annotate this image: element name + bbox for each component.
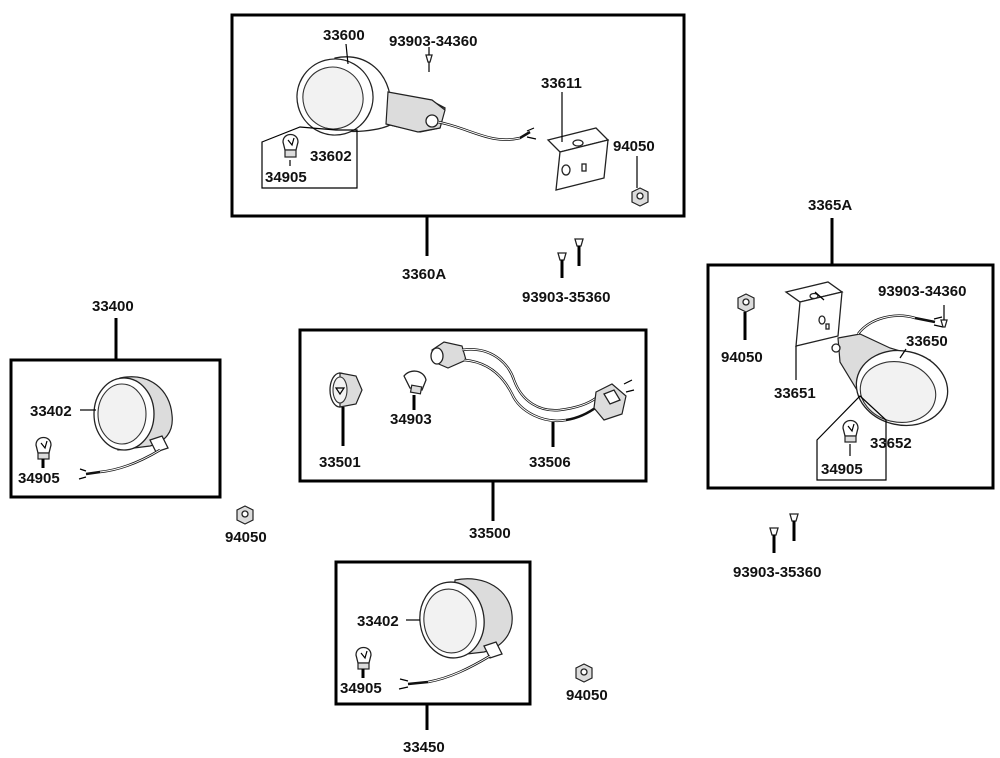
nut-94050-bottom: 94050 [566,663,608,704]
bulb-34905-left [35,436,52,460]
turn-signal-33402-bottom [398,578,513,690]
assembly-3365a-frame [706,263,995,490]
bracket-33611 [546,127,610,191]
screw-right-a [769,527,779,553]
screw-right-b [789,513,799,541]
nut-94050-top [631,187,649,207]
label-93903-35360-mid: 93903-35360 [522,289,610,306]
label-94050-right: 94050 [721,349,763,366]
bulb-34905-bottom [355,646,372,670]
assembly-33450: 33450 33402 34905 [334,560,532,756]
label-33611: 33611 [541,75,582,92]
label-94050-left: 94050 [225,529,267,546]
label-34905-left: 34905 [18,470,60,487]
bulb-34905-top [282,133,299,158]
nut-94050-right [737,293,755,313]
label-34903: 34903 [390,411,432,428]
label-33602: 33602 [310,148,352,165]
label-3365a: 3365A [808,197,852,214]
nut-94050-left: 94050 [225,505,267,546]
screws-93903-35360-right: 93903-35360 [733,513,821,581]
label-93903-34360-right: 93903-34360 [878,283,966,300]
turn-signal-33402-left [78,376,173,480]
screw-mid-a [557,252,567,278]
label-33402-bottom: 33402 [357,613,399,630]
assembly-3365a: 3365A [706,197,995,490]
label-33400: 33400 [92,298,134,315]
assembly-33500: 33500 34903 33501 3 [298,328,648,542]
label-94050-top: 94050 [613,138,655,155]
label-33501: 33501 [319,454,361,471]
assembly-3360a-frame [230,13,686,218]
screw-93903-34360-right [940,305,948,328]
label-93903-34360-top: 93903-34360 [389,33,477,50]
screws-93903-35360-mid: 93903-35360 [522,238,610,306]
label-33600: 33600 [323,27,365,44]
bracket-33651 [784,281,844,347]
assembly-33450-frame [334,560,532,706]
bulb-34905-right [842,419,859,443]
label-33650: 33650 [906,333,948,350]
bulb-34903 [403,370,427,395]
label-33402-left: 33402 [30,403,72,420]
turn-signal-33650 [831,314,949,427]
label-3360a: 3360A [402,266,446,283]
label-93903-35360-right: 93903-35360 [733,564,821,581]
label-33651: 33651 [774,385,816,402]
assembly-33400: 33400 33402 34905 [9,298,222,499]
turn-signal-33600 [296,56,537,141]
socket-33501 [329,372,363,408]
label-33506: 33506 [529,454,571,471]
label-33450: 33450 [403,739,445,756]
harness-33506 [430,341,635,423]
screw-93903-34360-top [425,54,433,72]
label-94050-bottom: 94050 [566,687,608,704]
assembly-33500-frame [298,328,648,483]
label-33652: 33652 [870,435,912,452]
label-34905-bottom: 34905 [340,680,382,697]
label-33500: 33500 [469,525,511,542]
assembly-3360a: 33600 93903-34360 33611 94050 33602 3490… [230,13,686,283]
label-34905-right: 34905 [821,461,863,478]
label-34905-top: 34905 [265,169,307,186]
screw-mid-b [574,238,584,266]
